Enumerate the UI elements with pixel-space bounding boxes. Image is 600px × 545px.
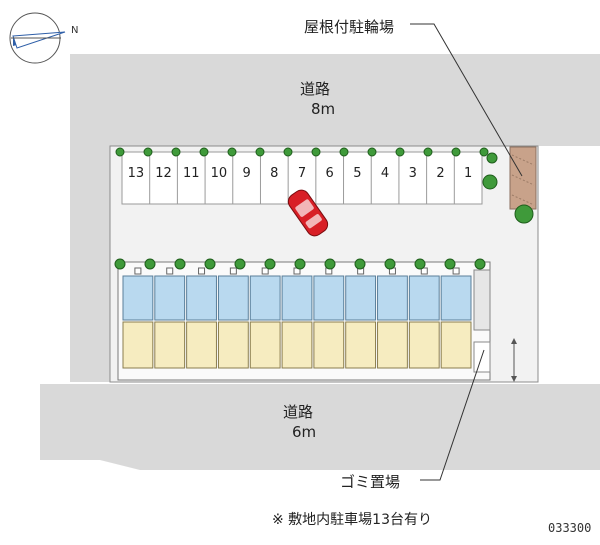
bike-shelter <box>509 146 537 210</box>
unit-grid <box>122 267 472 369</box>
unit-wet-area <box>249 275 281 321</box>
stairway <box>473 269 491 331</box>
tree-icon <box>444 258 456 270</box>
tree-icon <box>171 147 181 157</box>
unit-room <box>217 321 249 369</box>
garbage-callout-line <box>420 349 485 481</box>
tree-icon <box>264 258 276 270</box>
unit-room <box>154 321 186 369</box>
dimension-arrow-bottom <box>511 376 517 382</box>
unit-wet-area <box>345 275 377 321</box>
apartment-building <box>117 261 491 381</box>
unit-entrance <box>229 267 237 275</box>
unit-entrance <box>452 267 460 275</box>
bike-parking-label: 屋根付駐輪場 <box>304 18 395 36</box>
parking-slot-8: 8 <box>270 166 279 181</box>
garbage-label: ゴミ置場 <box>340 473 401 491</box>
tree-icon <box>311 147 321 157</box>
tree-icon <box>479 147 489 157</box>
unit-wet-area <box>377 275 408 321</box>
parking-slot-12: 12 <box>155 166 172 181</box>
unit-room <box>408 321 440 369</box>
tree-icon <box>283 147 293 157</box>
tree-icon <box>339 147 349 157</box>
parking-slot-5: 5 <box>353 166 362 181</box>
tree-icon <box>395 147 405 157</box>
tree-icon <box>414 258 426 270</box>
parking-slot-1: 1 <box>464 166 473 181</box>
tree-icon <box>227 147 237 157</box>
tree-icon <box>514 204 534 224</box>
unit-room <box>377 321 408 369</box>
tree-row <box>114 147 534 270</box>
road-top-name: 道路 <box>300 80 331 98</box>
road-top-width: 8m <box>311 100 336 118</box>
tree-icon <box>143 147 153 157</box>
unit-wet-area <box>186 275 217 321</box>
parking-note: ※ 敷地内駐車場13台有り <box>272 512 432 528</box>
road-bottom-name: 道路 <box>283 403 314 421</box>
tree-icon <box>324 258 336 270</box>
parking-slot-7: 7 <box>297 166 307 181</box>
tree-icon <box>354 258 366 270</box>
tree-icon <box>451 147 461 157</box>
tree-icon <box>144 258 156 270</box>
tree-icon <box>294 258 306 270</box>
road-bottom <box>40 384 600 470</box>
bike-shelter-hatch-3 <box>511 194 535 206</box>
unit-wet-area <box>122 275 154 321</box>
road-left <box>70 146 110 382</box>
parking-slot-10: 10 <box>210 166 228 181</box>
tree-icon <box>384 258 396 270</box>
bike-shelter-hatch-1 <box>511 154 535 166</box>
tree-icon <box>255 147 265 157</box>
tree-icon <box>234 258 246 270</box>
unit-wet-area <box>281 275 313 321</box>
unit-entrance <box>166 267 174 275</box>
unit-wet-area <box>408 275 440 321</box>
unit-entrance <box>261 267 269 275</box>
unit-room <box>313 321 345 369</box>
bike-shelter-hatch-2 <box>511 174 535 186</box>
unit-wet-area <box>313 275 345 321</box>
tree-icon <box>199 147 209 157</box>
bike-callout-line <box>410 23 523 177</box>
compass-icon <box>9 12 66 64</box>
compass-north-label: N <box>71 25 79 36</box>
unit-entrance <box>420 267 428 275</box>
tree-icon <box>114 258 126 270</box>
unit-room <box>345 321 377 369</box>
map-code: 033300 <box>548 521 592 535</box>
tree-icon <box>423 147 433 157</box>
road-bottom-width: 6m <box>292 423 317 441</box>
parking-slot-3: 3 <box>408 166 417 181</box>
tree-icon <box>115 147 125 157</box>
unit-entrance <box>198 267 206 275</box>
unit-entrance <box>134 267 142 275</box>
unit-room <box>122 321 154 369</box>
tree-icon <box>204 258 216 270</box>
road-top <box>70 54 600 146</box>
unit-room <box>281 321 313 369</box>
unit-wet-area <box>154 275 186 321</box>
parking-slot-4: 4 <box>380 166 390 181</box>
tree-icon <box>474 258 486 270</box>
dimension-arrow-top <box>511 338 517 344</box>
unit-room <box>186 321 217 369</box>
car-icon <box>287 189 329 237</box>
unit-room <box>440 321 472 369</box>
unit-room <box>249 321 281 369</box>
unit-wet-area <box>440 275 472 321</box>
tree-icon <box>482 174 498 190</box>
tree-icon <box>174 258 186 270</box>
parking-slot-11: 11 <box>182 166 200 181</box>
parking-slot-13: 13 <box>127 166 145 181</box>
parking-slot-2: 2 <box>436 166 445 181</box>
tree-icon <box>367 147 377 157</box>
parking-slot-6: 6 <box>325 166 334 181</box>
unit-wet-area <box>217 275 249 321</box>
tree-icon <box>486 152 498 164</box>
parking-slot-9: 9 <box>242 166 251 181</box>
